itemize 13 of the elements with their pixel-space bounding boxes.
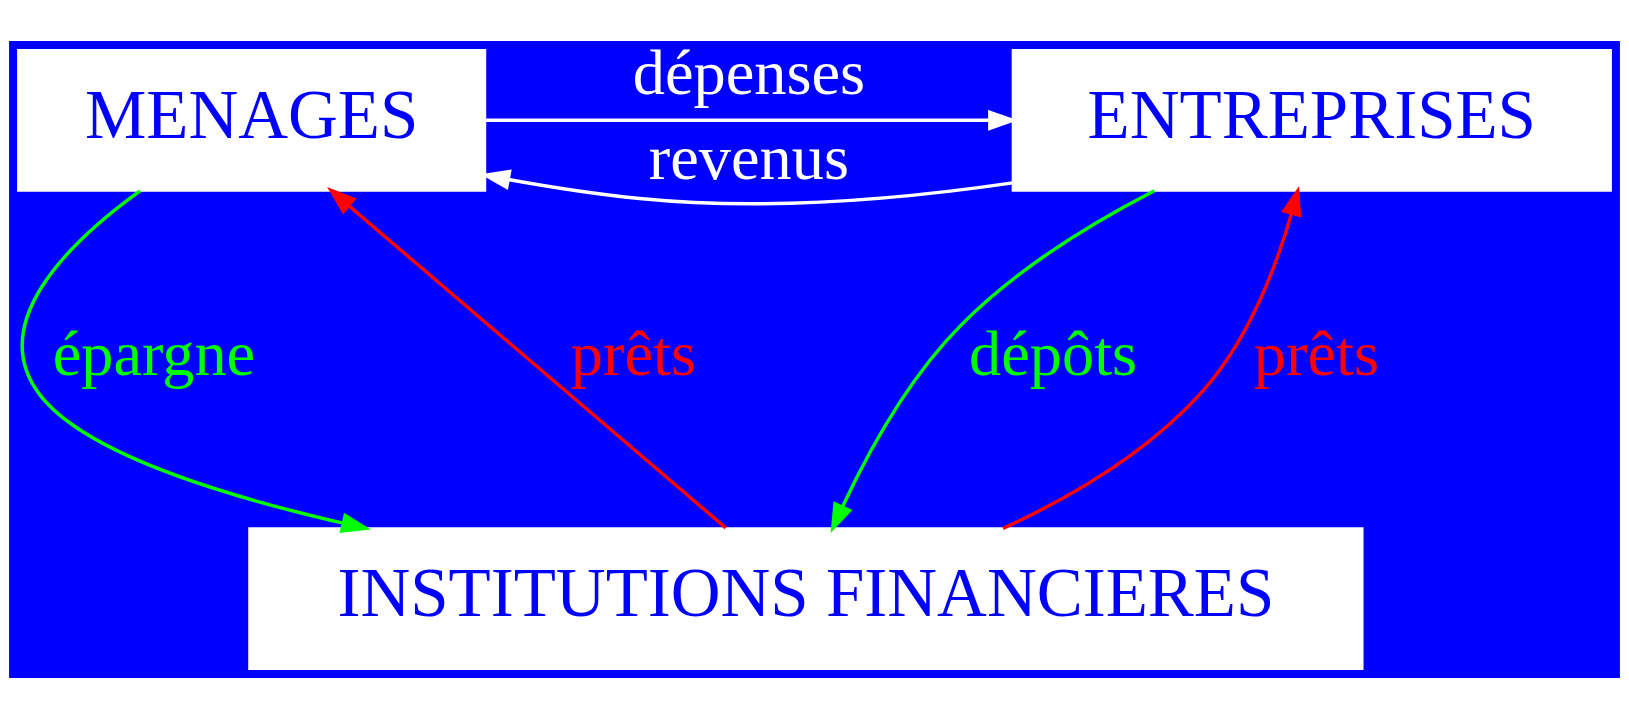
- arrow: [1002, 185, 1302, 530]
- edge-label: prêts: [570, 318, 696, 390]
- arrow: [20, 189, 371, 534]
- node-box: INSTITUTIONS FINANCIERES: [248, 527, 1364, 670]
- edge-label: revenus: [648, 121, 850, 193]
- node-box: MENAGES: [17, 49, 487, 192]
- node-box: ENTREPRISES: [1011, 49, 1612, 192]
- arrow: [327, 187, 727, 530]
- edge-label: dépôts: [969, 318, 1138, 390]
- edge-label: épargne: [52, 318, 256, 390]
- arrow: [830, 189, 1156, 533]
- edge-label: dépenses: [632, 36, 866, 108]
- edge-label: prêts: [1253, 318, 1379, 390]
